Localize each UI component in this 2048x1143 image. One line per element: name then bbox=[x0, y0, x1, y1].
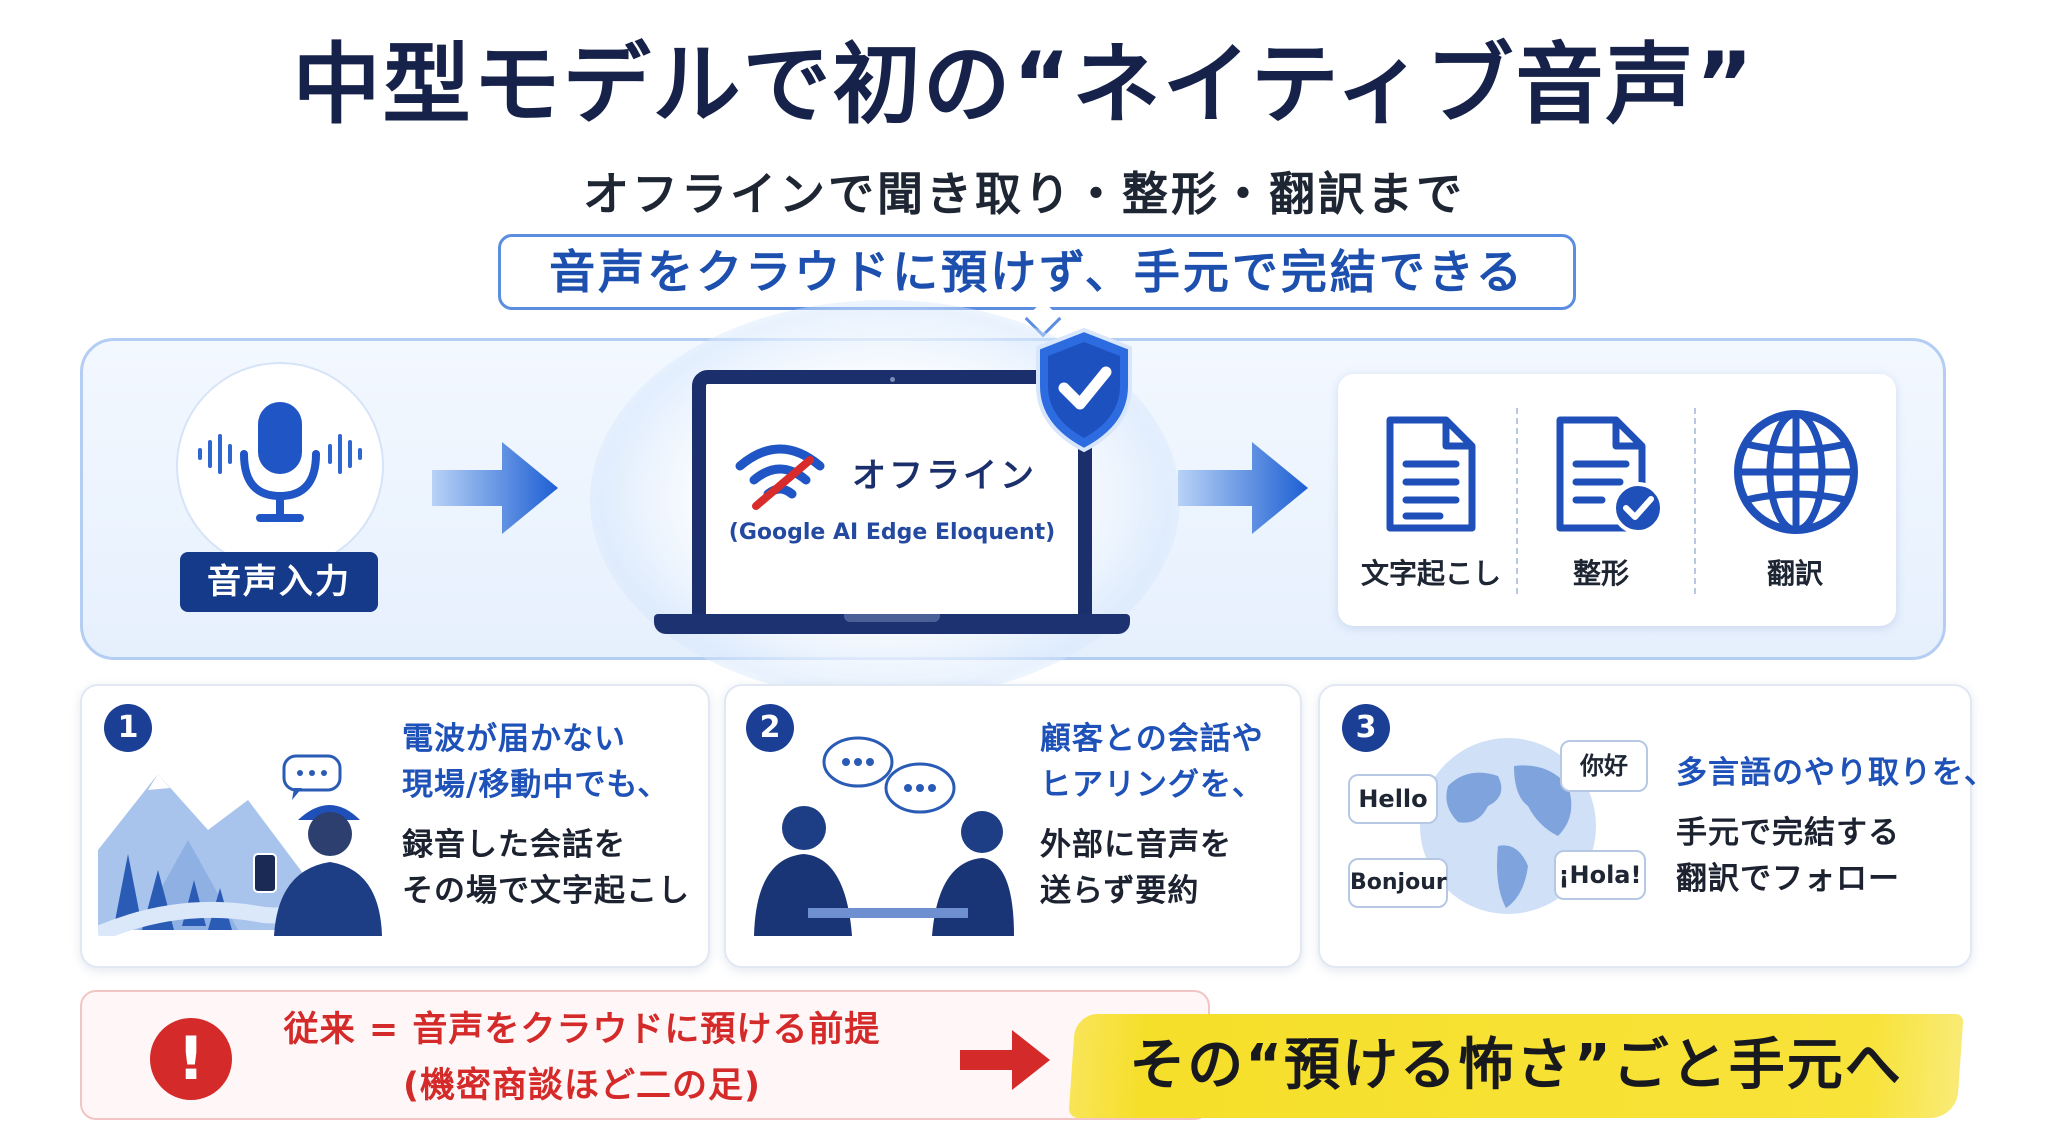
speech-bubble-bonjour: Bonjour bbox=[1348, 858, 1448, 908]
wifi-off-icon bbox=[735, 444, 825, 510]
arrow-right-icon bbox=[432, 442, 558, 534]
card-2-body-line-1: 外部に音声を bbox=[1040, 827, 1232, 863]
arrow-right-icon bbox=[960, 1030, 1050, 1090]
speech-bubble-hola: ¡Hola! bbox=[1554, 850, 1646, 900]
document-check-icon bbox=[1556, 416, 1664, 534]
alert-line-1: 従来 = 音声をクラウドに預ける前提 bbox=[283, 1010, 881, 1050]
meeting-illustration bbox=[754, 736, 1014, 936]
card-1-body-line-2: その場で文字起こし bbox=[402, 873, 690, 909]
card-3-body-line-1: 手元で完結する bbox=[1676, 815, 1900, 851]
card-text-1: 電波が届かない 現場/移動中でも、 録音した会話を その場で文字起こし bbox=[402, 716, 690, 914]
card-1-body-line-1: 録音した会話を bbox=[402, 827, 626, 863]
conclusion-text: その“預ける怖さ”ごと手元へ bbox=[1129, 1033, 1903, 1098]
output-label-translation: 翻訳 bbox=[1766, 557, 1823, 590]
output-label-formatting: 整形 bbox=[1572, 557, 1629, 590]
card-1-highlight-line-2: 現場/移動中でも、 bbox=[402, 767, 670, 803]
laptop-base bbox=[654, 614, 1130, 634]
arrow-right-icon bbox=[1178, 442, 1308, 534]
globe-icon bbox=[1734, 410, 1858, 534]
card-2-highlight-line-1: 顧客との会話や bbox=[1040, 721, 1264, 757]
world-globe-illustration bbox=[1420, 738, 1596, 914]
offline-label: オフライン bbox=[852, 456, 1037, 496]
card-number-1: 1 bbox=[104, 704, 152, 752]
laptop-notch bbox=[844, 614, 940, 622]
voice-input-label: 音声入力 bbox=[180, 552, 378, 612]
document-icon bbox=[1386, 416, 1476, 532]
speech-bubble-hello: Hello bbox=[1348, 774, 1438, 824]
offline-product-name: (Google AI Edge Eloquent) bbox=[728, 520, 1056, 545]
callout-box: 音声をクラウドに預けず、手元で完結できる bbox=[498, 234, 1576, 310]
card-number-3: 3 bbox=[1342, 704, 1390, 752]
card-number-2: 2 bbox=[746, 704, 794, 752]
page-title: 中型モデルで初の“ネイティブ音声” bbox=[292, 33, 1756, 136]
page-subtitle: オフラインで聞き取り・整形・翻訳まで bbox=[583, 167, 1465, 221]
card-2-body-line-2: 送らず要約 bbox=[1040, 873, 1200, 909]
output-divider bbox=[1694, 408, 1696, 594]
output-label-transcription: 文字起こし bbox=[1360, 557, 1501, 590]
card-3-body-line-2: 翻訳でフォロー bbox=[1676, 861, 1900, 897]
alert-line-2: (機密商談ほど二の足) bbox=[403, 1066, 761, 1106]
output-divider bbox=[1516, 408, 1518, 594]
shield-check-icon bbox=[1036, 327, 1132, 453]
card-text-2: 顧客との会話や ヒアリングを、 外部に音声を 送らず要約 bbox=[1040, 716, 1264, 914]
microphone-icon bbox=[198, 402, 362, 522]
card-3-highlight-line-1: 多言語のやり取りを、 bbox=[1676, 755, 1996, 791]
speech-bubble-nihao: 你好 bbox=[1560, 740, 1648, 792]
card-text-3: 多言語のやり取りを、 手元で完結する 翻訳でフォロー bbox=[1676, 750, 1996, 902]
laptop-camera bbox=[890, 377, 895, 382]
alert-text: 従来 = 音声をクラウドに預ける前提 (機密商談ほど二の足) bbox=[262, 1002, 902, 1114]
field-worker-illustration bbox=[98, 754, 382, 936]
alert-icon: ! bbox=[150, 1018, 232, 1100]
card-2-highlight-line-2: ヒアリングを、 bbox=[1040, 767, 1264, 803]
card-1-highlight-line-1: 電波が届かない bbox=[402, 721, 626, 757]
